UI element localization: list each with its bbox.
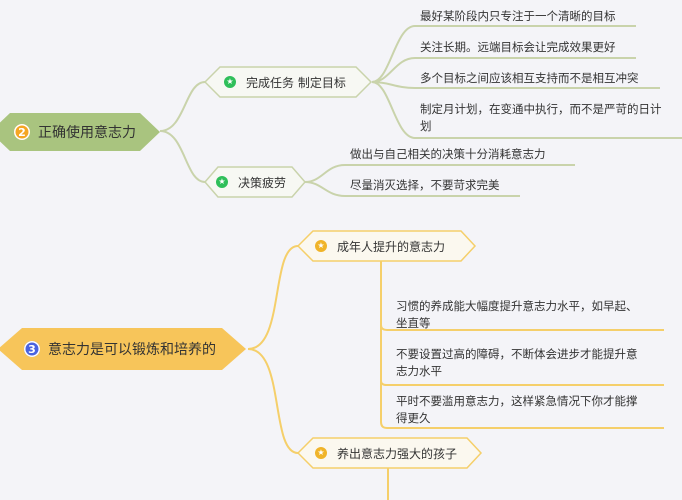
main-node-title: 正确使用意志力 bbox=[38, 125, 136, 141]
main-node-title: 意志力是可以锻炼和培养的 bbox=[48, 342, 216, 358]
main-node-correct-use-willpower[interactable]: 2 正确使用意志力 bbox=[0, 112, 162, 152]
star-badge-icon: ★ bbox=[315, 240, 327, 252]
leaf-line: 制定月计划，在变通中执行，而不是严苛的日计 bbox=[420, 102, 662, 116]
node-hexagon-shape bbox=[0, 328, 246, 370]
leaf-item[interactable]: 尽量消灭选择，不要苛求完美 bbox=[350, 178, 500, 192]
leaf-line: 坐直等 bbox=[396, 316, 431, 330]
leaf-item[interactable]: 做出与自己相关的决策十分消耗意志力 bbox=[350, 147, 546, 161]
leaf-line: 不要设置过高的障碍，不断体会进步才能提升意 bbox=[396, 347, 638, 361]
sub-node-adult-willpower[interactable]: ★ 成年人提升的意志力 bbox=[297, 230, 479, 262]
node-hexagon-shape bbox=[297, 437, 483, 469]
leaf-line: 习惯的养成能大幅度提升意志力水平，如早起、 bbox=[396, 299, 638, 313]
leaf-item[interactable]: 习惯的养成能大幅度提升意志力水平，如早起、 坐直等 bbox=[396, 298, 638, 332]
leaf-item[interactable]: 多个目标之间应该相互支持而不是相互冲突 bbox=[420, 71, 639, 85]
leaf-item[interactable]: 平时不要滥用意志力，这样紧急情况下你才能撑 得更久 bbox=[396, 393, 638, 427]
leaf-item[interactable]: 不要设置过高的障碍，不断体会进步才能提升意 志力水平 bbox=[396, 346, 638, 380]
sub-node-decision-fatigue[interactable]: ★ 决策疲劳 bbox=[204, 166, 308, 198]
node-hexagon-shape bbox=[204, 66, 373, 98]
number-badge-icon: 3 bbox=[24, 341, 40, 357]
sub-node-title: 完成任务 制定目标 bbox=[246, 75, 346, 90]
node-hexagon-shape bbox=[204, 166, 306, 198]
leaf-item[interactable]: 最好某阶段内只专注于一个清晰的目标 bbox=[420, 9, 616, 23]
star-badge-icon: ★ bbox=[216, 176, 228, 188]
sub-node-title: 成年人提升的意志力 bbox=[337, 239, 446, 254]
leaf-line: 平时不要滥用意志力，这样紧急情况下你才能撑 bbox=[396, 394, 638, 408]
star-badge-icon: ★ bbox=[224, 76, 236, 88]
sub-node-title: 养出意志力强大的孩子 bbox=[337, 446, 458, 461]
leaf-item[interactable]: 制定月计划，在变通中执行，而不是严苛的日计 划 bbox=[420, 101, 682, 135]
leaf-line: 志力水平 bbox=[396, 364, 442, 378]
leaf-line: 得更久 bbox=[396, 411, 431, 425]
star-badge-icon: ★ bbox=[315, 447, 327, 459]
leaf-line: 划 bbox=[420, 119, 432, 133]
sub-node-title: 决策疲劳 bbox=[238, 175, 287, 190]
node-hexagon-shape bbox=[0, 113, 160, 151]
sub-node-complete-task-set-goal[interactable]: ★ 完成任务 制定目标 bbox=[204, 66, 374, 98]
sub-node-raise-strong-willed-child[interactable]: ★ 养出意志力强大的孩子 bbox=[297, 437, 485, 469]
node-hexagon-shape bbox=[297, 230, 477, 262]
main-node-willpower-can-be-trained[interactable]: 3 意志力是可以锻炼和培养的 bbox=[0, 327, 250, 371]
number-badge-icon: 2 bbox=[14, 124, 30, 140]
leaf-item[interactable]: 关注长期。远端目标会让完成效果更好 bbox=[420, 40, 616, 54]
